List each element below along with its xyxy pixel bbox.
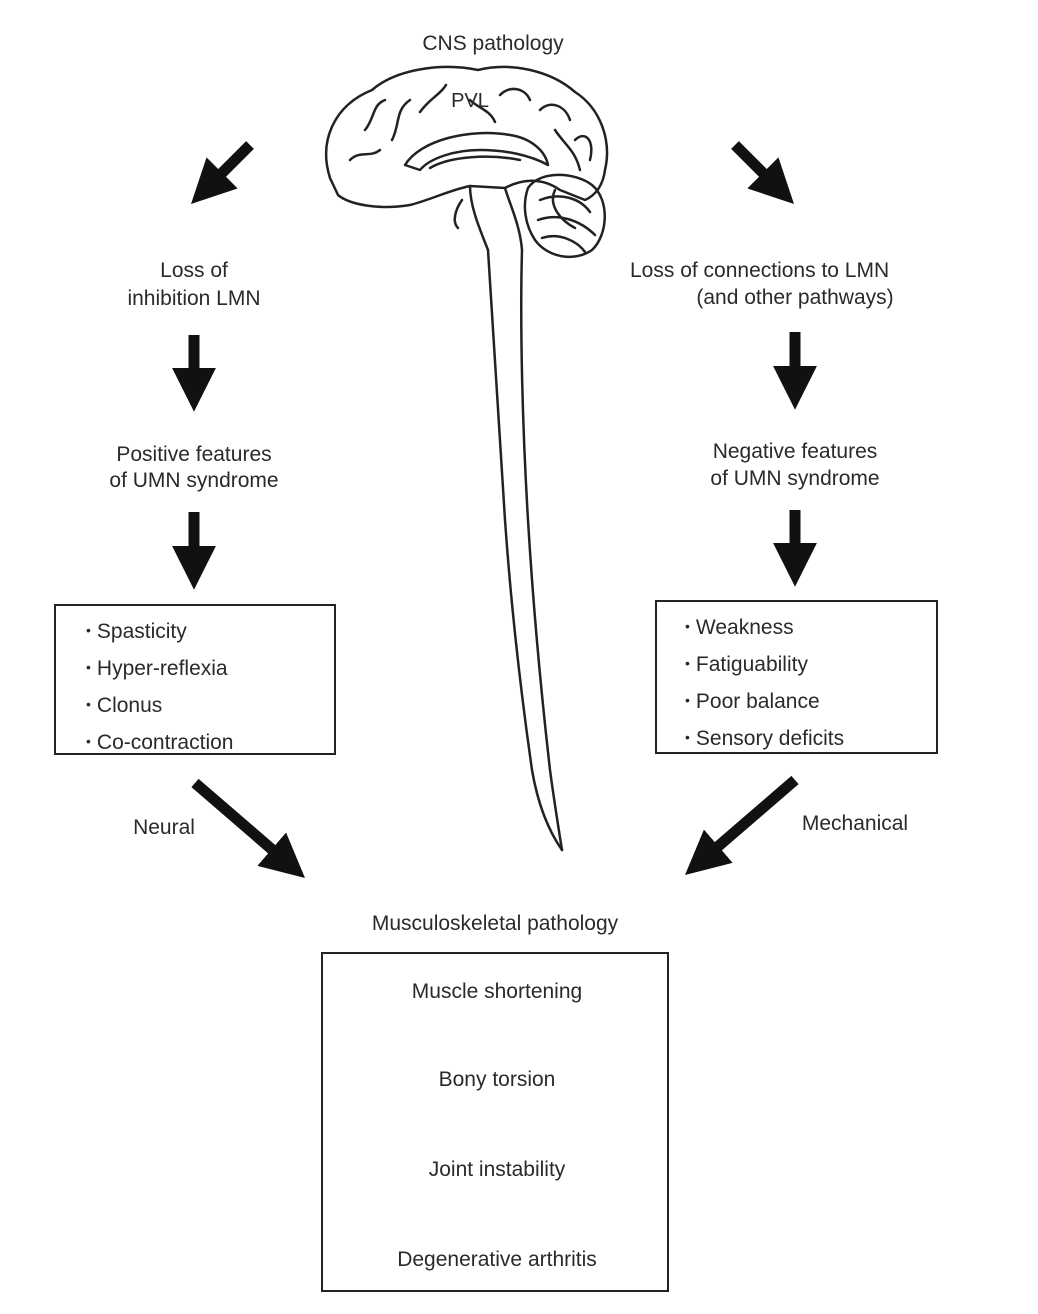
feature-item: Fatiguability (685, 647, 936, 684)
feature-item: Hyper-reflexia (86, 651, 334, 688)
left-step1-line2: inhibition LMN (127, 287, 261, 310)
right-step2-line2: of UMN syndrome (710, 467, 880, 490)
feature-item: Co-contraction (86, 725, 334, 762)
sequence-step: Bony torsion (438, 1068, 556, 1091)
negative-features-box: Weakness Fatiguability Poor balance Sens… (655, 600, 938, 754)
right-step1-line1: Loss of connections to LMN (630, 259, 890, 282)
cns-pathology-title: CNS pathology (422, 32, 564, 55)
arrow-neural (191, 778, 305, 878)
pvl-label: PVL (451, 90, 489, 112)
sequence-step: Muscle shortening (411, 980, 583, 1003)
brain-illustration (325, 65, 609, 852)
sequence-step: Degenerative arthritis (397, 1248, 597, 1271)
feature-item: Spasticity (86, 614, 334, 651)
feature-item: Poor balance (685, 684, 936, 721)
positive-features-box: Spasticity Hyper-reflexia Clonus Co-cont… (54, 604, 336, 755)
left-step2-line1: Positive features (116, 443, 272, 466)
feature-item: Sensory deficits (685, 721, 936, 758)
musculoskeletal-title: Musculoskeletal pathology (371, 912, 619, 935)
left-step2-line2: of UMN syndrome (109, 469, 279, 492)
right-step1-line2: (and other pathways) (696, 286, 894, 309)
neural-label: Neural (133, 816, 195, 839)
arrow-cns-to-right (731, 141, 795, 205)
right-step2-line1: Negative features (712, 440, 878, 463)
arrow-cns-to-left (190, 141, 254, 205)
mechanical-label: Mechanical (801, 812, 909, 835)
musculoskeletal-sequence-box (321, 952, 669, 1292)
arrow-mechanical (685, 775, 799, 875)
left-step1-line1: Loss of (160, 259, 228, 282)
feature-item: Weakness (685, 610, 936, 647)
sequence-step: Joint instability (428, 1158, 566, 1181)
feature-item: Clonus (86, 688, 334, 725)
